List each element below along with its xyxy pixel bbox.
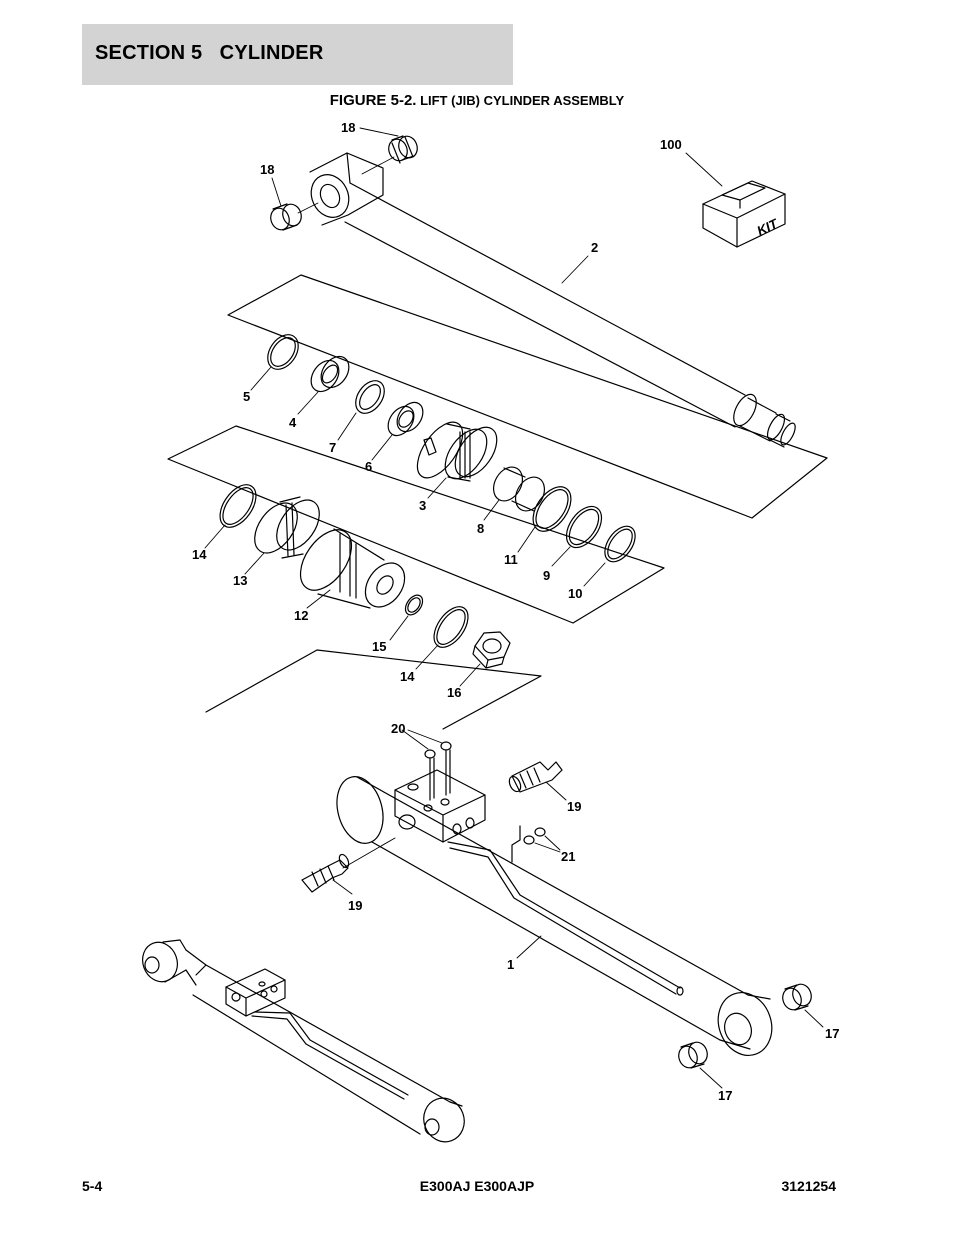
figure-name: LIFT (JIB) CYLINDER ASSEMBLY [416,93,625,108]
figure-title: FIGURE 5-2. LIFT (JIB) CYLINDER ASSEMBLY [0,92,954,109]
callout-7: 7 [329,440,336,455]
head-part-3 [416,421,498,482]
cylinder-part-1 [336,769,773,1056]
seal-part-15 [404,594,424,616]
document-number: 3121254 [781,1178,836,1194]
bushing-part-17-right [782,983,812,1011]
screws-part-20 [424,741,452,801]
wear-ring-part-13 [254,496,320,559]
callout-19-lower: 19 [348,898,362,913]
fitting-part-19-upper [508,761,563,793]
callout-6: 6 [365,459,372,474]
ring-part-11 [532,486,572,532]
callout-15: 15 [372,639,386,654]
section-header-band: SECTION 5 CYLINDER [82,24,513,85]
page-number: 5-4 [82,1178,103,1194]
ring-part-14-upper [219,484,257,528]
ring-part-6 [387,401,424,437]
callout-20: 20 [391,721,405,736]
callout-12: 12 [294,608,308,623]
callout-10: 10 [568,586,582,601]
seal-part-5 [267,334,299,370]
seal-part-7 [355,380,385,414]
callout-18-lower: 18 [260,162,274,177]
bushing-part-8 [492,466,546,512]
figure-number: FIGURE 5-2. [329,92,417,109]
callout-17-left: 17 [718,1088,732,1103]
callout-8: 8 [477,521,484,536]
callout-18-upper: 18 [341,120,355,135]
exploded-panel-2 [167,425,665,624]
callout-1: 1 [507,957,514,972]
bushing-part-18-lower [270,203,302,231]
plugs-part-21 [511,825,546,863]
kit-label: KIT [755,215,781,238]
bushing-part-17-left [678,1041,708,1069]
exploded-panel-1 [227,274,828,519]
nut-part-16 [472,631,511,669]
callout-16: 16 [447,685,461,700]
model-name: E300AJ E300AJP [419,1178,535,1194]
callout-labels: 18 18 100 2 5 4 7 6 3 8 11 9 10 14 13 12… [192,120,839,1103]
callout-17-right: 17 [825,1026,839,1041]
callout-13: 13 [233,573,247,588]
wiper-part-4 [310,355,350,393]
callout-2: 2 [591,240,598,255]
bushing-part-18-upper [388,135,418,164]
callout-14-lower: 14 [400,669,415,684]
ring-part-10 [604,525,636,563]
callout-5: 5 [243,389,250,404]
callout-21: 21 [561,849,575,864]
barrel-part-2 [309,152,796,448]
kit-box-part-100: KIT [702,180,786,248]
section-title: SECTION 5 CYLINDER [95,42,324,64]
centerline [297,156,395,214]
callout-3: 3 [419,498,426,513]
ring-part-14-lower [433,606,469,648]
leader-lines [204,127,824,1089]
exploded-panel-3 [205,649,542,730]
piston-part-12 [299,528,406,609]
callout-100: 100 [660,137,682,152]
assembled-cylinder [142,939,465,1143]
callout-14-upper: 14 [192,547,207,562]
callout-4: 4 [289,415,297,430]
callout-9: 9 [543,568,550,583]
callout-11: 11 [504,552,518,567]
ring-part-9 [565,505,603,549]
fitting-part-19-lower [301,853,350,893]
callout-19-upper: 19 [567,799,581,814]
